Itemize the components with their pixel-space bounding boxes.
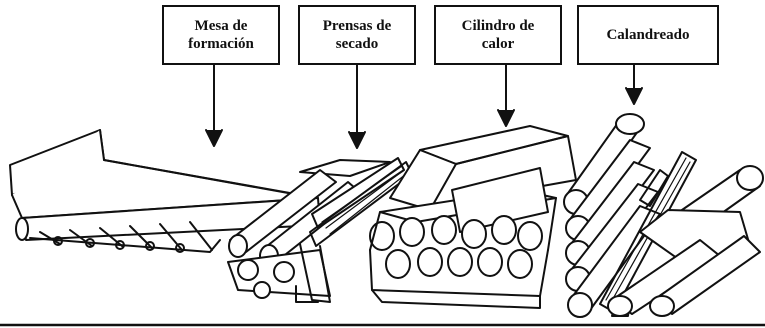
label-line: Mesa de [194, 18, 248, 34]
label-cilindro-de-calor: Cilindro de calor [434, 5, 562, 65]
label-prensas-de-secado: Prensas de secado [298, 5, 416, 65]
label-line: Calandreado [606, 27, 690, 43]
arrow-cilindro [497, 64, 515, 127]
forming-table [9, 129, 321, 253]
press-section [227, 157, 413, 303]
dryer-section [369, 125, 577, 309]
label-line: Cilindro de [461, 18, 535, 34]
reel-section [607, 165, 764, 317]
label-line: calor [481, 36, 515, 52]
arrows [205, 64, 643, 149]
label-line: Prensas de [322, 18, 392, 34]
arrow-prensas [348, 64, 366, 149]
label-line: secado [335, 36, 379, 52]
dryer-cylinders [369, 215, 543, 279]
label-mesa-de-formacion: Mesa de formación [162, 5, 280, 65]
arrow-mesa [205, 64, 223, 147]
arrow-calandreado [625, 64, 643, 105]
label-calandreado: Calandreado [577, 5, 719, 65]
label-line: formación [188, 36, 254, 52]
